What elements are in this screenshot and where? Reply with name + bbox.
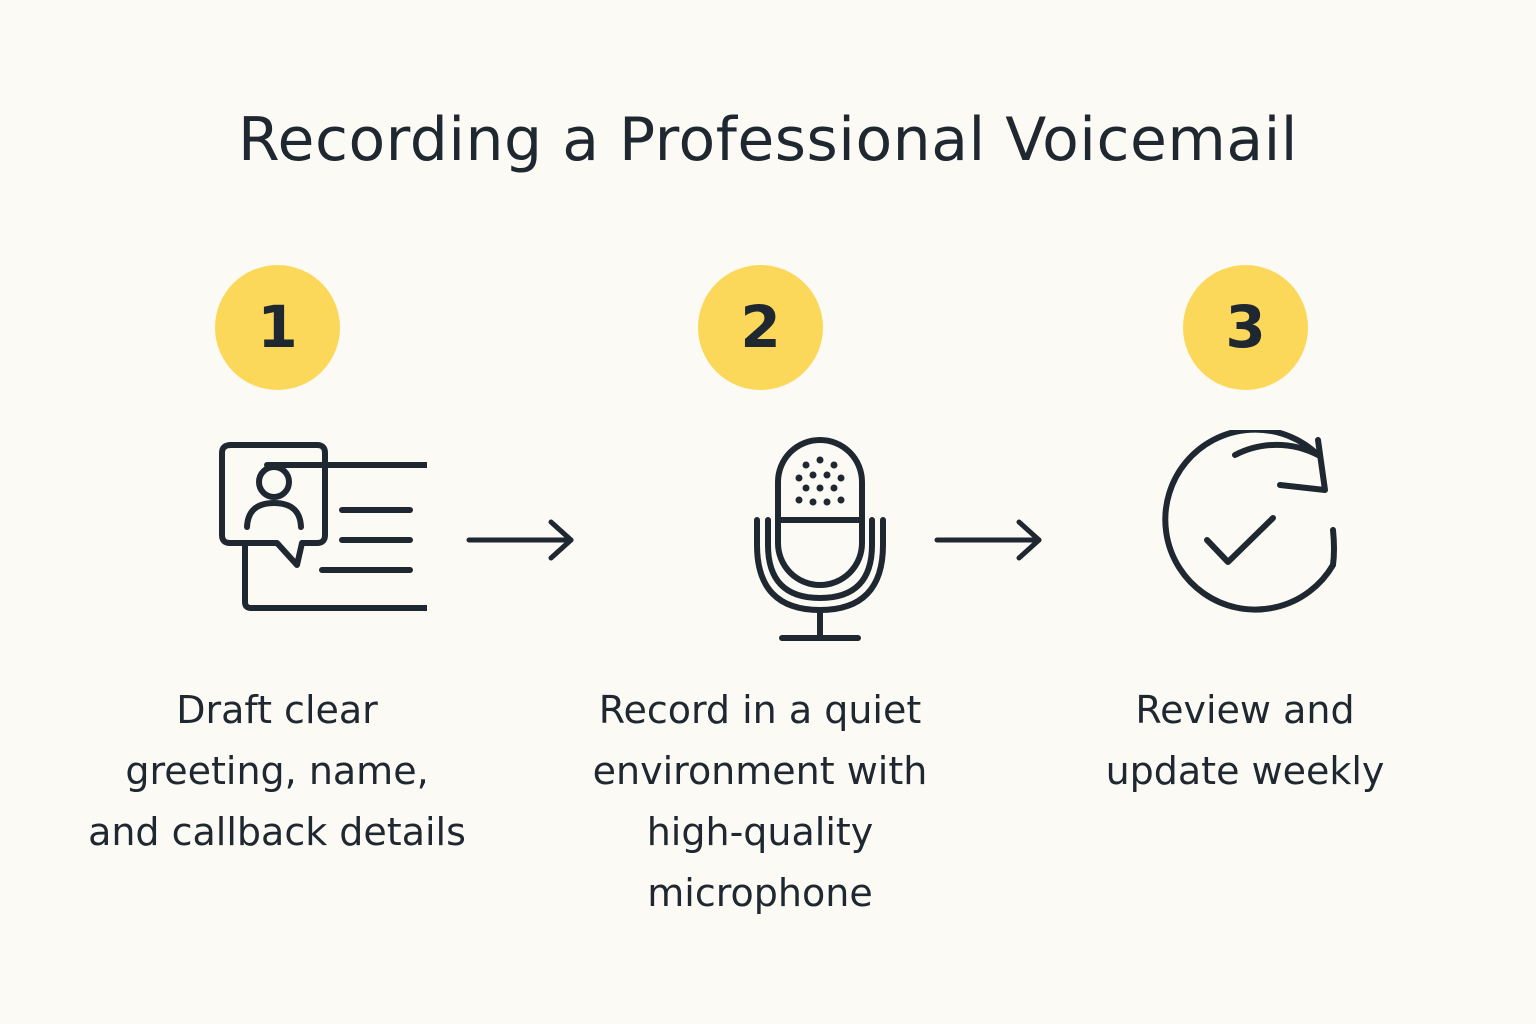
refresh-check-icon: [1095, 430, 1395, 650]
step-3: 3 Review and update weekly: [1035, 265, 1455, 945]
step-caption: Draft clear greeting, name, and callback…: [88, 688, 466, 854]
step-number-badge: 1: [215, 265, 340, 390]
step-caption: Record in a quiet environment with high-…: [592, 688, 928, 915]
page-title: Recording a Professional Voicemail: [238, 105, 1298, 175]
step-1: 1 Draft clear greeting, name, and callba…: [67, 265, 487, 945]
step-caption: Review and update weekly: [1105, 688, 1385, 793]
profile-card-chat-icon: [127, 430, 427, 650]
arrow-right-icon: [465, 515, 577, 565]
step-number-badge: 3: [1183, 265, 1308, 390]
step-2: 2 Record in a quiet environment with hig…: [550, 265, 970, 945]
microphone-icon: [610, 430, 910, 650]
step-number-badge: 2: [698, 265, 823, 390]
arrow-right-icon: [933, 515, 1045, 565]
